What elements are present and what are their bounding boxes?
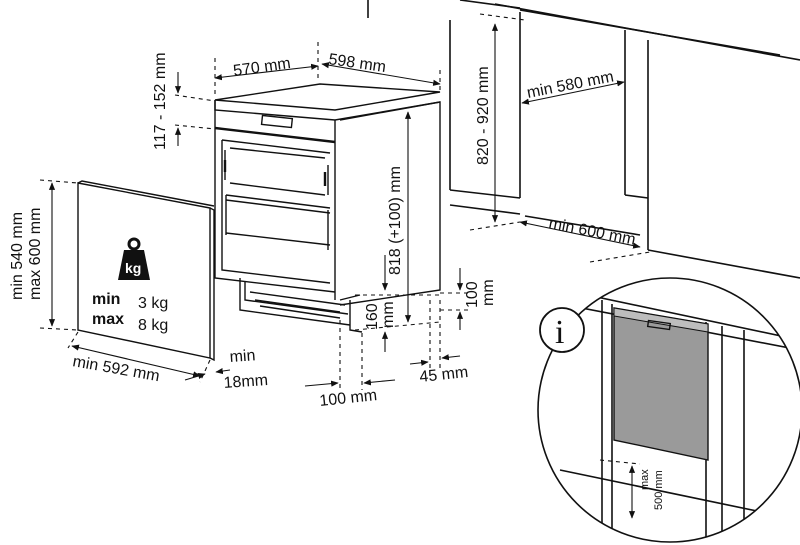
niche-height-label: 820 - 920 mm <box>475 66 492 165</box>
foot-adjust-value: 100 <box>464 281 481 308</box>
door-weight-text: min 3 kg max 8 kg <box>92 291 168 334</box>
panel-width-dimension: min 592 mm <box>67 331 211 385</box>
panel-thickness-value: 18mm <box>223 372 269 392</box>
weight-min-word: min <box>92 291 120 308</box>
niche-width-dimension: min 600 mm <box>519 215 651 263</box>
panel-thickness-word: min <box>229 347 256 366</box>
panel-height-min-label: min 540 mm <box>9 212 26 300</box>
plinth-setback-label: 100 mm <box>319 387 378 410</box>
plinth-height-value: 160 <box>364 303 381 330</box>
weight-max-value: 8 kg <box>138 317 168 334</box>
plinth-setback-dimension: 100 mm <box>304 320 396 410</box>
panel-height-dimension: min 540 mm max 600 mm <box>9 179 79 331</box>
plinth-gap-label: 117 - 152 mm <box>152 52 169 150</box>
weight-icon-label: kg <box>125 260 141 276</box>
foot-adjust-unit: mm <box>480 279 497 306</box>
info-icon: i <box>539 307 585 353</box>
appliance-height-label: 818 (+100) mm <box>387 166 404 275</box>
depth-label: 570 mm <box>232 55 292 80</box>
niche-depth-dimension: min 580 mm <box>521 68 625 105</box>
foot-adjust-dimension: 100 mm <box>440 268 497 330</box>
callout-max-value: 500 mm <box>653 470 665 510</box>
callout-max-word: max <box>639 469 651 490</box>
info-icon-glyph: i <box>555 314 564 351</box>
weight-max-word: max <box>92 311 124 328</box>
weight-min-value: 3 kg <box>138 295 168 312</box>
appliance-height-dimension: 818 (+100) mm <box>387 111 412 323</box>
panel-thickness-dimension: min 18mm <box>184 347 269 392</box>
niche-height-dimension: 820 - 920 mm <box>469 13 526 231</box>
depth-dimension: 570 mm <box>214 42 319 98</box>
info-callout: max 500 mm <box>537 277 800 543</box>
door-panel <box>77 180 215 362</box>
plinth-gap-dimension: 117 - 152 mm <box>152 52 216 150</box>
niche-width-label: min 600 mm <box>547 215 637 248</box>
dishwasher-body <box>214 83 441 333</box>
plinth-height-dimension: 160 mm <box>354 255 441 352</box>
rear-clearance-label: 45 mm <box>419 364 469 386</box>
width-label: 598 mm <box>327 51 387 76</box>
panel-width-label: min 592 mm <box>71 353 161 385</box>
rear-clearance-dimension: 45 mm <box>409 300 469 386</box>
plinth-height-unit: mm <box>380 301 397 328</box>
kitchen-niche <box>367 0 800 279</box>
weight-icon: kg <box>118 237 150 280</box>
panel-height-max-label: max 600 mm <box>27 208 44 300</box>
niche-depth-label: min 580 mm <box>526 68 616 101</box>
